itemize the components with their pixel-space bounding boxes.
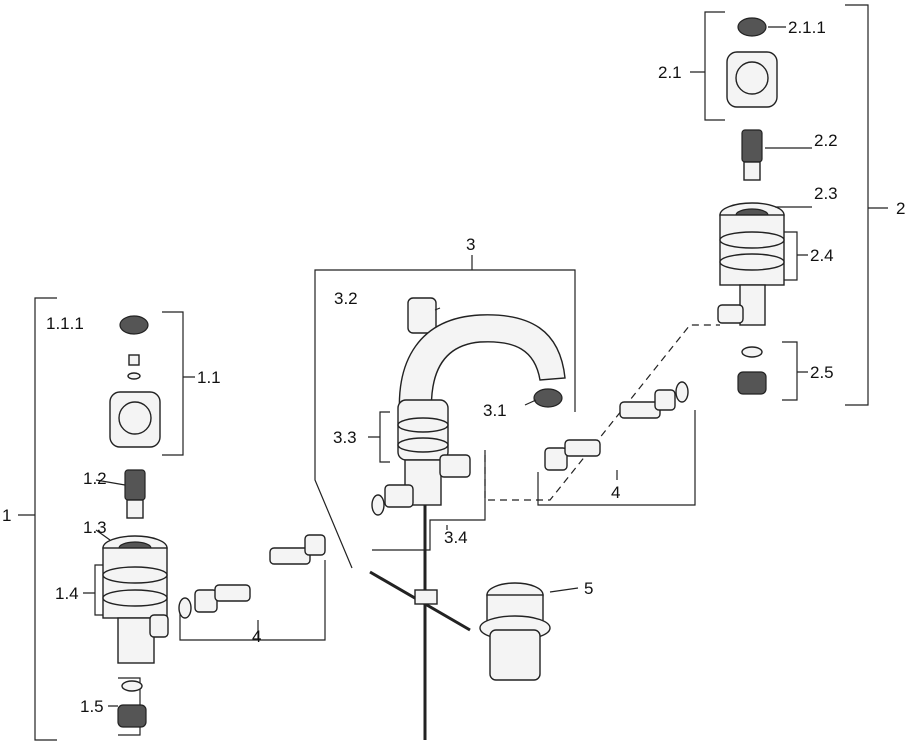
cold-tap-assembly — [102, 315, 326, 728]
leader-lines — [95, 26, 812, 541]
label-2-1-1: 2.1.1 — [788, 18, 826, 37]
label-3: 3 — [466, 235, 475, 254]
label-3-3: 3.3 — [333, 428, 357, 447]
label-2: 2 — [896, 199, 905, 218]
label-3-2: 3.2 — [334, 289, 358, 308]
label-2-1: 2.1 — [658, 63, 682, 82]
connector-lines — [484, 324, 720, 501]
label-4-left: 4 — [252, 627, 261, 646]
label-3-4: 3.4 — [444, 528, 468, 547]
label-2-2: 2.2 — [814, 131, 838, 150]
label-4-right: 4 — [611, 483, 620, 502]
label-1-4: 1.4 — [55, 584, 79, 603]
hot-tap-assembly — [717, 17, 785, 395]
label-1-1: 1.1 — [197, 368, 221, 387]
waste-assembly — [479, 582, 579, 681]
label-1-1-1: 1.1.1 — [46, 314, 84, 333]
label-1-3: 1.3 — [83, 518, 107, 537]
label-1-2: 1.2 — [83, 469, 107, 488]
label-3-1: 3.1 — [483, 401, 507, 420]
label-2-4: 2.4 — [810, 246, 834, 265]
spout-assembly — [369, 297, 566, 740]
label-2-3: 2.3 — [814, 184, 838, 203]
part-labels: 2.1.1 2.1 2.2 2.3 2 2.4 2.5 3 3.2 3.1 3.… — [2, 18, 905, 716]
label-5: 5 — [584, 579, 593, 598]
label-1: 1 — [2, 506, 11, 525]
label-1-5: 1.5 — [80, 697, 104, 716]
group-2-brackets — [690, 4, 888, 406]
connector-hose-right — [537, 381, 696, 506]
label-2-5: 2.5 — [810, 363, 834, 382]
group-1-brackets — [18, 297, 326, 741]
